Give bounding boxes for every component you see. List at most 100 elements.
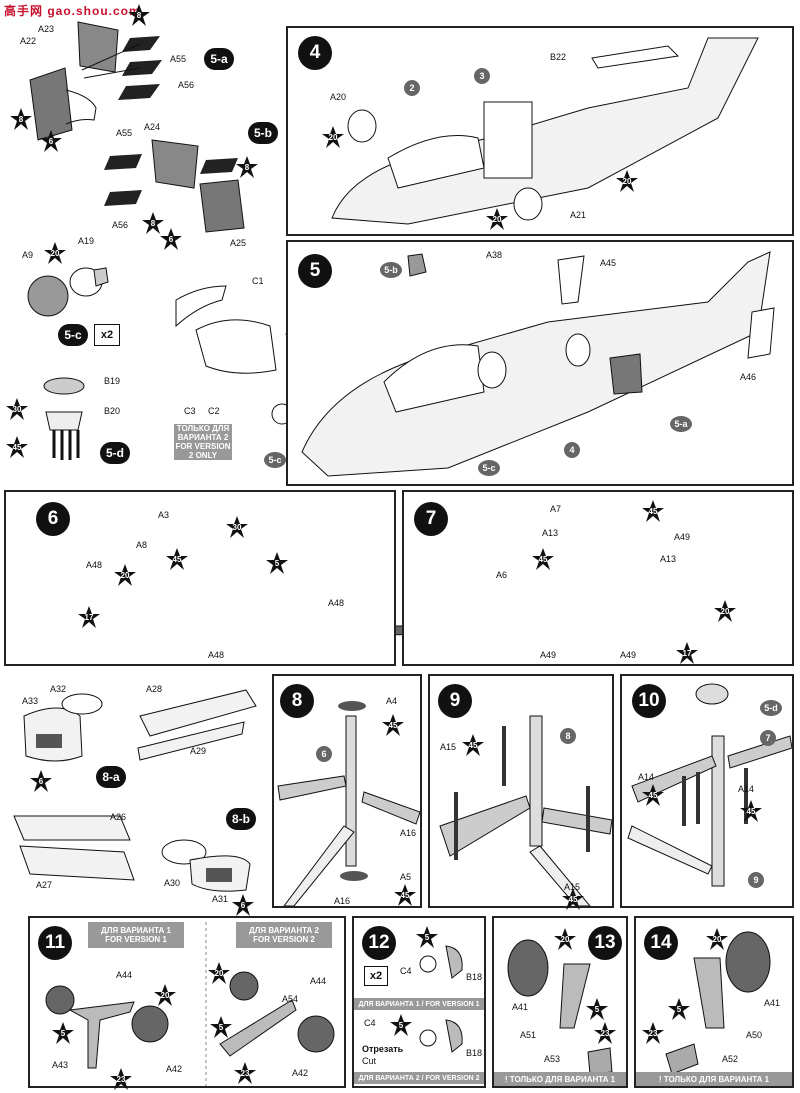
paint-code-star: 23: [110, 1068, 132, 1090]
version-2-header-ru: ДЛЯ ВАРИАНТА 2: [249, 926, 319, 935]
part-label: A20: [330, 92, 347, 102]
paint-code-star: 45: [642, 500, 664, 522]
step-9-number: 9: [438, 684, 472, 718]
part-label: A53: [544, 1054, 561, 1064]
watermark: 高手网 gao.shou.com: [4, 4, 141, 18]
part-label: A38: [486, 250, 503, 260]
part-label: A21: [570, 210, 587, 220]
ref-step-6: 6: [316, 746, 332, 762]
step-5-number: 5: [298, 254, 332, 288]
part-label: A5: [400, 872, 412, 882]
paint-code-star: 45: [166, 548, 188, 570]
part-label: A55: [116, 128, 133, 138]
step-10-panel: 10 5-d 7 A14 A14 9 45 45: [620, 674, 794, 908]
part-label: C3: [184, 406, 196, 416]
version-2-footer: ДЛЯ ВАРИАНТА 2 / FOR VERSION 2: [354, 1072, 484, 1084]
part-label: A44: [310, 976, 327, 986]
paint-code-star: 20: [322, 126, 344, 148]
part-label: A48: [328, 598, 345, 608]
part-label: A31: [212, 894, 229, 904]
step-11-number: 11: [38, 926, 72, 960]
part-label: A24: [144, 122, 161, 132]
version-1-header-en: FOR VERSION 1: [105, 935, 167, 944]
part-label: B20: [104, 406, 121, 416]
step-14-number: 14: [644, 926, 678, 960]
part-label: A16: [334, 896, 351, 906]
part-label: A45: [600, 258, 617, 268]
part-label: A52: [722, 1054, 739, 1064]
part-label: A13: [542, 528, 559, 538]
part-label: A14: [638, 772, 655, 782]
paint-code-star: 8: [128, 4, 150, 26]
paint-code-star: 45: [740, 800, 762, 822]
substep-5d-marker: 5-d: [100, 442, 130, 464]
step-6-number: 6: [36, 502, 70, 536]
version-1-footer: ДЛЯ ВАРИАНТА 1 / FOR VERSION 1: [354, 998, 484, 1010]
step-12-number: 12: [362, 926, 396, 960]
part-label: A13: [660, 554, 677, 564]
step-8-number: 8: [280, 684, 314, 718]
step-13-panel: 13 A41 A51 A53 ! ТОЛЬКО ДЛЯ ВАРИАНТА 1 2…: [492, 916, 628, 1088]
part-label: A28: [146, 684, 163, 694]
step-7-number: 7: [414, 502, 448, 536]
step-13-number: 13: [588, 926, 622, 960]
part-label: A49: [620, 650, 637, 660]
paint-code-star: 30: [6, 398, 28, 420]
paint-code-star: 5: [586, 998, 608, 1020]
paint-code-star: 20: [554, 928, 576, 950]
step-11-panel: 11 ДЛЯ ВАРИАНТА 1 FOR VERSION 1 ДЛЯ ВАРИ…: [28, 916, 346, 1090]
step-8-panel: 8 A4 6 A16 A5 A16 45 45: [272, 674, 422, 908]
paint-code-star: 6: [30, 770, 52, 792]
part-label: A51: [520, 1030, 537, 1040]
part-label: A56: [112, 220, 129, 230]
paint-code-star: 6: [232, 894, 254, 916]
step-11-gear-drawing: [45, 922, 335, 1086]
version-1-only-note: ! ТОЛЬКО ДЛЯ ВАРИАНТА 1: [494, 1072, 626, 1086]
substep-5a-marker: 5-a: [204, 48, 234, 70]
paint-code-star: 5: [390, 1014, 412, 1036]
part-label: B18: [466, 972, 483, 982]
paint-code-star: 5: [210, 1016, 232, 1038]
paint-code-star: 20: [706, 928, 728, 950]
part-label: A48: [86, 560, 103, 570]
ref-step-5a: 5-a: [670, 416, 692, 432]
ref-step-5c: 5-c: [264, 452, 286, 468]
substep-5c-marker: 5-c: [58, 324, 88, 346]
step-10-number: 10: [632, 684, 666, 718]
paint-code-star: 45: [382, 714, 404, 736]
paint-code-star: 45: [562, 888, 584, 910]
multiplier-x2: x2: [364, 966, 388, 986]
substep-5b-marker: 5-b: [248, 122, 278, 144]
step-4-number: 4: [298, 36, 332, 70]
part-label: A50: [746, 1030, 763, 1040]
paint-code-star: 20: [714, 600, 736, 622]
ref-step-5b: 5-b: [380, 262, 402, 278]
part-label: A25: [230, 238, 247, 248]
step-8-hub-drawing: [277, 701, 420, 906]
substep-8b-marker: 8-b: [226, 808, 256, 830]
part-label: A46: [740, 372, 757, 382]
part-label: A29: [190, 746, 207, 756]
paint-code-star: 45: [462, 734, 484, 756]
part-label: C1: [252, 276, 264, 286]
ref-step-5c: 5-c: [478, 460, 500, 476]
step-4-fuselage-drawing: [331, 37, 759, 225]
step-5-panel: 5 5-b A38 A45 A46 5-a 4 5-c: [286, 240, 794, 486]
part-label: A9: [22, 250, 34, 260]
step-9-hub-drawing: [439, 715, 612, 906]
version-1-header: ДЛЯ ВАРИАНТА 1 FOR VERSION 1: [88, 922, 184, 948]
part-label: A15: [440, 742, 457, 752]
paint-code-star: 45: [6, 436, 28, 458]
step-14-gear-drawing: [665, 931, 771, 1075]
ref-step-4: 4: [564, 442, 580, 458]
paint-code-star: 17: [78, 606, 100, 628]
paint-code-star: 30: [226, 516, 248, 538]
ref-step-7: 7: [760, 730, 776, 746]
version-1-header-ru: ДЛЯ ВАРИАНТА 1: [101, 926, 171, 935]
step-10-hub-drawing: [627, 683, 792, 887]
part-label: B18: [466, 1048, 483, 1058]
version-1-only-note: ! ТОЛЬКО ДЛЯ ВАРИАНТА 1: [636, 1072, 792, 1086]
paint-code-star: 6: [40, 130, 62, 152]
ref-step-2: 2: [404, 80, 420, 96]
